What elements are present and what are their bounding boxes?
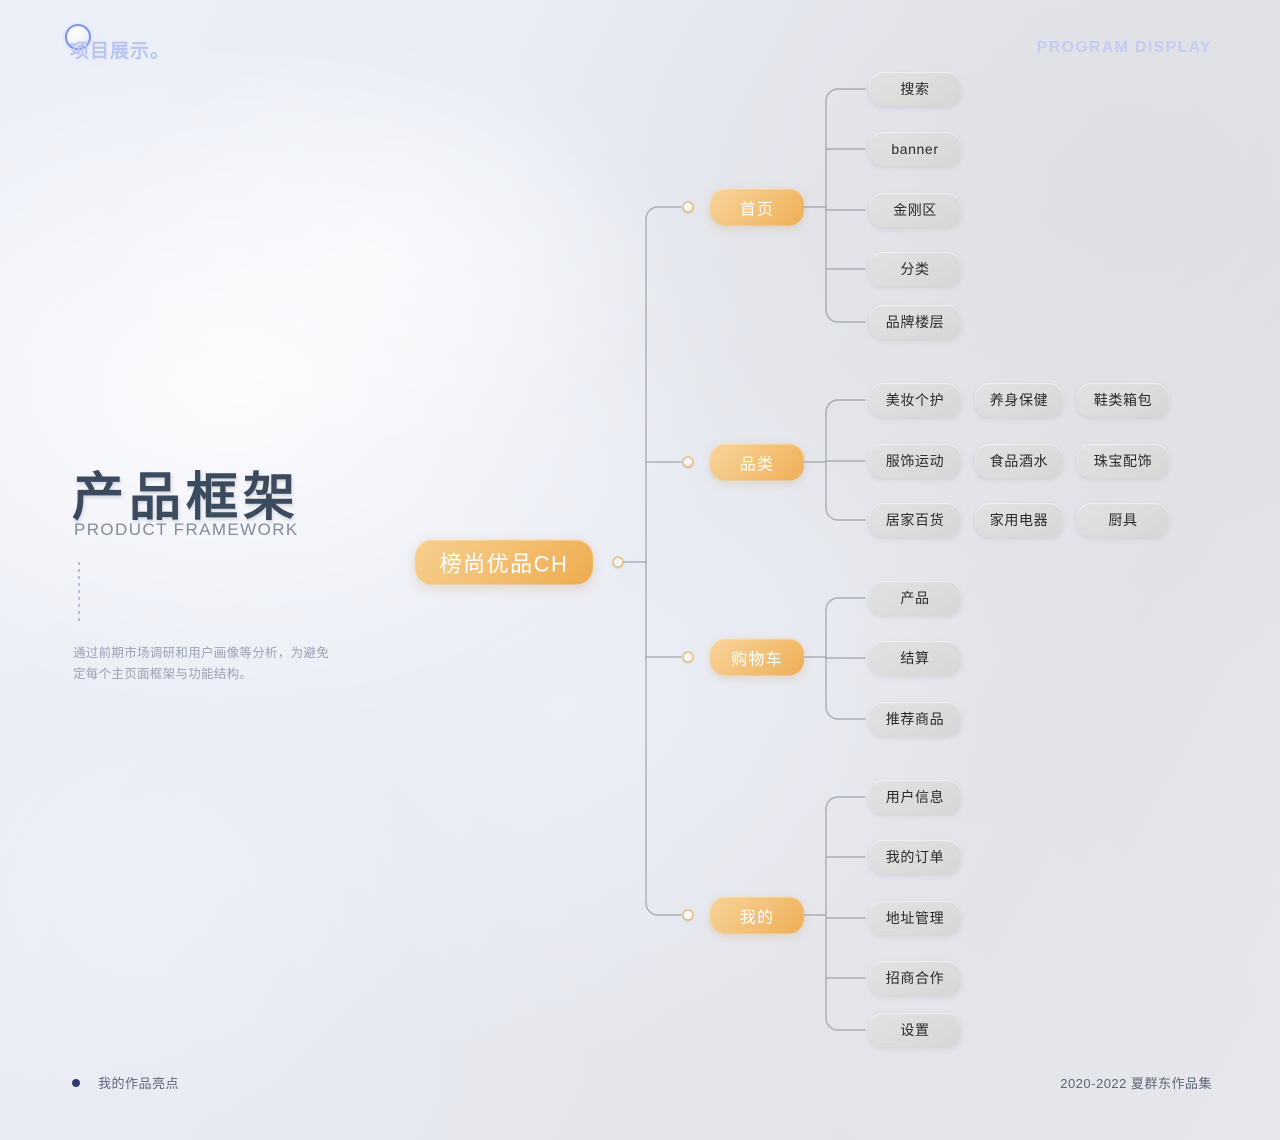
page-description: 通过前期市场调研和用户画像等分析，为避免定每个主页面框架与功能结构。 [73,646,330,681]
root-node-label: 榜尚优品CH [439,551,569,576]
bullet-dot-icon [72,1078,80,1087]
leaf-node-2-5-label: 食品酒水 [989,453,1049,469]
leaf-node-2-4-label: 服饰运动 [885,453,945,469]
leaf-node-3-2[interactable]: 结算 [869,641,961,675]
leaf-node-4-3[interactable]: 地址管理 [869,901,961,935]
leaf-node-1-5-label: 品牌楼层 [885,314,945,330]
leaf-node-2-8[interactable]: 家用电器 [975,503,1063,537]
leaf-node-2-8-label: 家用电器 [989,512,1049,528]
leaf-node-1-4[interactable]: 分类 [869,252,961,286]
leaf-node-1-1-label: 搜索 [900,81,930,97]
leaf-node-4-4[interactable]: 招商合作 [869,961,961,995]
brand-logo-text: 项目展示。 [70,41,171,62]
leaf-node-1-1[interactable]: 搜索 [869,72,961,106]
branch-connector-dot-3 [682,651,694,663]
header-right-label: PROGRAM DISPLAY [1036,39,1212,56]
leaf-node-1-5[interactable]: 品牌楼层 [869,305,961,339]
leaf-node-1-3[interactable]: 金刚区 [869,193,961,227]
page-title: 产品框架 [72,469,301,527]
leaf-node-2-1-label: 美妆个护 [885,392,945,408]
branch-node-1-label: 首页 [739,201,775,218]
leaf-node-4-5[interactable]: 设置 [869,1013,961,1047]
leaf-node-3-1[interactable]: 产品 [869,581,961,615]
leaf-node-4-1-label: 用户信息 [885,789,945,805]
branch-node-4[interactable]: 我的 [710,896,804,934]
branch-node-3-label: 购物车 [731,651,783,668]
leaf-node-2-2[interactable]: 养身保健 [975,383,1063,417]
branch-node-3[interactable]: 购物车 [710,638,804,676]
branch-node-2[interactable]: 品类 [710,443,804,481]
brand-logo: 项目展示。 [65,24,171,63]
branch-connector-dot-4 [682,909,694,921]
leaf-node-4-4-label: 招商合作 [885,970,945,986]
leaf-node-2-3-label: 鞋类箱包 [1093,392,1153,408]
leaf-node-2-2-label: 养身保健 [989,392,1049,408]
footer-left-label: 我的作品亮点 [98,1076,180,1091]
leaf-node-2-6-label: 珠宝配饰 [1093,453,1153,469]
leaf-node-2-9-label: 厨具 [1108,512,1138,528]
leaf-node-4-3-label: 地址管理 [885,910,945,926]
vertical-dashed-divider [78,562,80,624]
leaf-node-4-2-label: 我的订单 [885,849,945,865]
footer-right-label: 2020-2022 夏群东作品集 [1060,1076,1212,1091]
leaf-node-3-3-label: 推荐商品 [885,711,945,727]
leaf-node-4-5-label: 设置 [900,1022,930,1038]
branch-connector-dot-1 [682,201,694,213]
leaf-node-2-5[interactable]: 食品酒水 [975,444,1063,478]
leaf-node-4-1[interactable]: 用户信息 [869,780,961,814]
branch-connector-dot-2 [682,456,694,468]
leaf-node-3-3[interactable]: 推荐商品 [869,702,961,736]
leaf-node-2-4[interactable]: 服饰运动 [869,444,961,478]
branch-node-2-label: 品类 [739,456,775,473]
leaf-node-3-1-label: 产品 [900,590,930,606]
leaf-node-1-4-label: 分类 [900,261,930,277]
leaf-node-2-1[interactable]: 美妆个护 [869,383,961,417]
leaf-node-2-9[interactable]: 厨具 [1077,503,1169,537]
root-connector-dot [612,556,624,568]
leaf-node-4-2[interactable]: 我的订单 [869,840,961,874]
leaf-node-1-2[interactable]: banner [869,132,961,166]
root-node[interactable]: 榜尚优品CH [415,539,593,585]
leaf-node-1-3-label: 金刚区 [893,202,937,218]
leaf-node-3-2-label: 结算 [900,650,930,666]
circle-ring-icon [65,24,91,50]
branch-node-1[interactable]: 首页 [710,188,804,226]
leaf-node-2-6[interactable]: 珠宝配饰 [1077,444,1169,478]
leaf-node-2-7-label: 居家百货 [885,512,945,528]
page-subtitle: PRODUCT FRAMEWORK [74,520,299,539]
leaf-node-2-7[interactable]: 居家百货 [869,503,961,537]
footer-left: 我的作品亮点 [72,1073,179,1092]
branch-node-4-label: 我的 [739,909,775,926]
leaf-node-1-2-label: banner [891,141,939,157]
leaf-node-2-3[interactable]: 鞋类箱包 [1077,383,1169,417]
